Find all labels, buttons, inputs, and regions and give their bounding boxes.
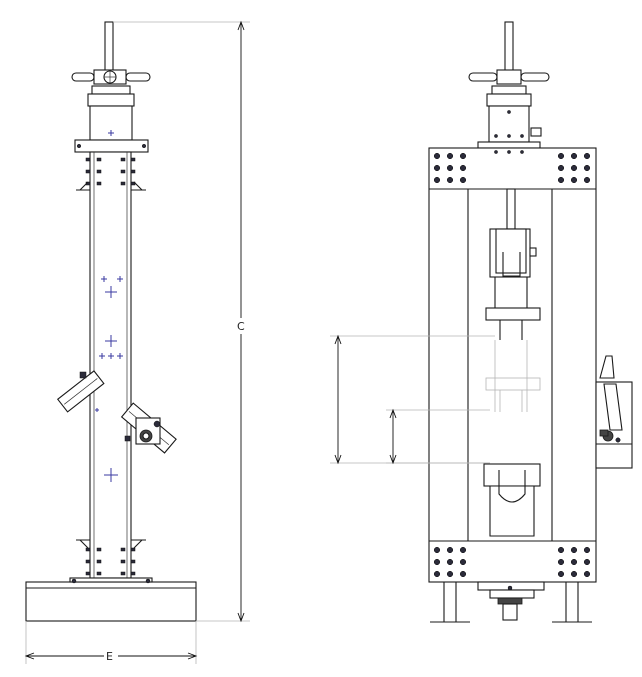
side-top-flange (74, 139, 149, 153)
dimension-e: E (24, 621, 198, 664)
front-top-bolts (433, 150, 591, 184)
front-feet (430, 581, 592, 623)
side-cylinder (87, 85, 135, 141)
front-view (330, 21, 633, 623)
front-cylinder (477, 85, 542, 149)
side-handle (71, 69, 151, 85)
front-dimension-inner (386, 408, 490, 465)
front-rod (506, 188, 516, 230)
front-spindle (504, 21, 514, 75)
front-bottom-bolts (433, 546, 591, 578)
side-tilted-clamp (56, 370, 177, 454)
side-spindle (104, 21, 114, 75)
dimension-c-label: C (237, 320, 245, 333)
side-center-marks (95, 276, 123, 482)
front-handle (468, 69, 550, 85)
dimension-c: C (113, 20, 250, 623)
side-column-bolts-bottom (76, 539, 146, 576)
front-side-clamp (595, 355, 633, 469)
side-column (89, 151, 132, 579)
front-upper-grip (485, 228, 541, 340)
side-column-bolts-top (76, 157, 146, 191)
side-base (25, 577, 197, 622)
side-view: C E (24, 20, 250, 664)
front-lower-grip (483, 463, 541, 537)
dimension-e-label: E (106, 650, 113, 663)
front-travel-ghost (485, 340, 541, 412)
